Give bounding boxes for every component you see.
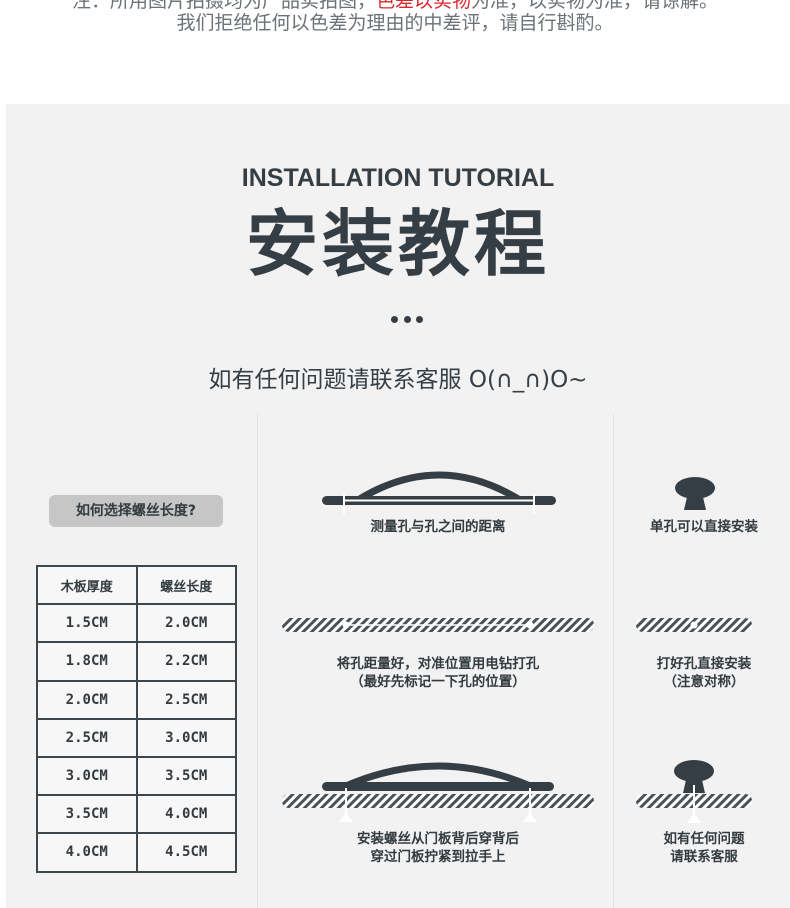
section-title-cn: 安装教程 xyxy=(245,202,550,286)
notice-text-b: 为准，以实物为准，请谅解。 xyxy=(471,0,719,12)
step-drill-line-1: 将孔距量好，对准位置用电钻打孔 xyxy=(336,656,540,672)
single-knob-illustration xyxy=(675,477,715,510)
top-notice: 注：所用图片拍摄均为产品实拍图，色差以实物为准，以实物为准，请谅解。 我们拒绝任… xyxy=(0,0,790,100)
step-contact-service-text: 如有任何问题 请联系客服 xyxy=(618,830,790,866)
table-cell: 1.5CM xyxy=(36,603,138,644)
step-measure-distance-text: 测量孔与孔之间的距离 xyxy=(370,519,506,535)
single-drilled-board-illustration xyxy=(636,618,752,632)
table-cell: 2.0CM xyxy=(36,679,138,720)
table-cell: 3.0CM xyxy=(135,717,237,758)
drilled-board-illustration xyxy=(282,618,594,632)
step-drill-line-2: （最好先标记一下孔的位置） xyxy=(350,674,526,690)
table-cell: 1.8CM xyxy=(36,641,138,682)
section-title-en: INSTALLATION TUTORIAL xyxy=(241,164,555,192)
column-divider xyxy=(257,414,258,908)
single-knob-install-illustration xyxy=(636,760,752,823)
table-header-screw-length: 螺丝长度 xyxy=(135,564,237,606)
step-single-hole-text: 单孔可以直接安装 xyxy=(650,519,758,535)
table-cell: 2.5CM xyxy=(135,679,237,720)
step-single-install-text: 打好孔直接安装 （注意对称） xyxy=(618,655,790,691)
table-cell: 4.0CM xyxy=(36,832,138,873)
table-cell: 2.2CM xyxy=(135,641,237,682)
table-cell: 4.0CM xyxy=(135,794,237,835)
table-cell: 3.0CM xyxy=(36,755,138,797)
handle-measure-illustration xyxy=(322,471,556,514)
table-header-row: 木板厚度 螺丝长度 xyxy=(36,564,237,606)
step-contact-line-2: 请联系客服 xyxy=(670,849,738,865)
step-install-screws-text: 安装螺丝从门板背后穿背后 穿过门板拧紧到拉手上 xyxy=(268,830,608,866)
step-install-line-1: 安装螺丝从门板背后穿背后 xyxy=(357,831,519,847)
table-cell: 2.0CM xyxy=(135,603,237,644)
installation-panel: INSTALLATION TUTORIAL 安装教程 如有任何问题请联系客服 O… xyxy=(6,104,790,908)
ellipsis-dots-icon xyxy=(391,316,423,326)
table-cell: 2.5CM xyxy=(36,717,138,758)
screw-install-illustration xyxy=(282,762,594,822)
table-cell: 4.5CM xyxy=(135,832,237,873)
column-divider xyxy=(613,414,614,908)
step-install-line-2: 穿过门板拧紧到拉手上 xyxy=(370,849,506,865)
table-header-board-thickness: 木板厚度 xyxy=(36,564,138,606)
contact-service-text: 如有任何问题请联系客服 O(∩_∩)O~ xyxy=(208,367,588,393)
step-single-install-line-2: （注意对称） xyxy=(663,674,745,690)
step-single-install-line-1: 打好孔直接安装 xyxy=(656,656,752,672)
table-cell: 3.5CM xyxy=(135,755,237,797)
step-drill-holes-text: 将孔距量好，对准位置用电钻打孔 （最好先标记一下孔的位置） xyxy=(268,655,608,691)
notice-line-2: 我们拒绝任何以色差为理由的中差评，请自行斟酌。 xyxy=(176,12,614,34)
notice-line-1: 注：所用图片拍摄均为产品实拍图，色差以实物为准，以实物为准，请谅解。 xyxy=(0,0,790,13)
notice-text-red: 色差以实物 xyxy=(375,0,471,12)
choose-screw-length-button[interactable]: 如何选择螺丝长度? xyxy=(49,495,223,527)
step-contact-line-1: 如有任何问题 xyxy=(663,831,745,847)
table-cell: 3.5CM xyxy=(36,794,138,835)
notice-text-a: 注：所用图片拍摄均为产品实拍图， xyxy=(71,0,376,12)
